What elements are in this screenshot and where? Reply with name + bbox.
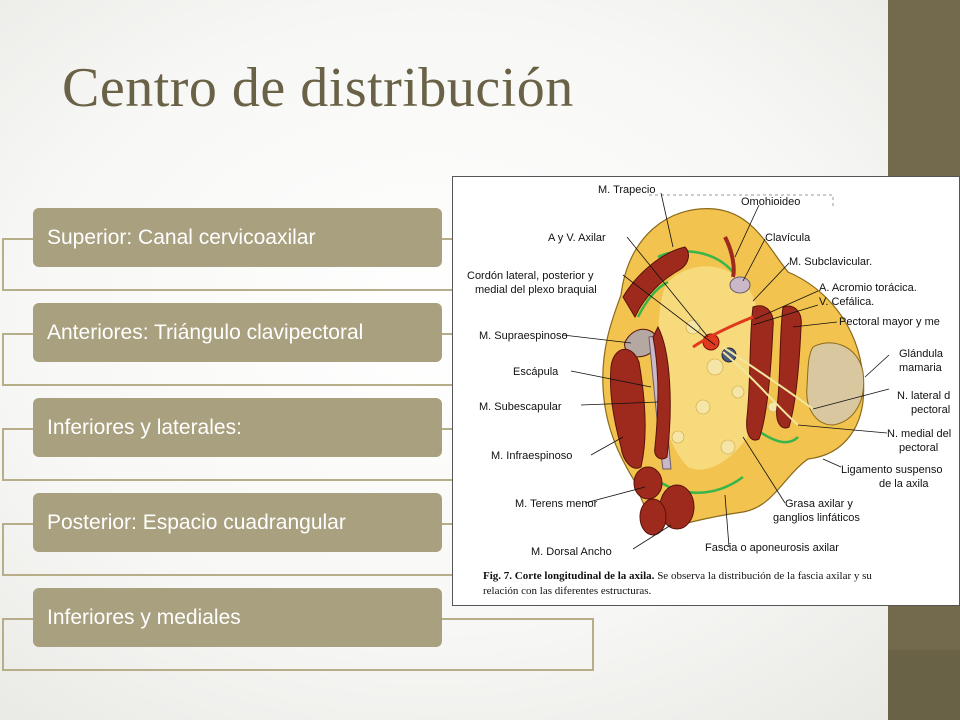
item-posterior: Posterior: Espacio cuadrangular xyxy=(33,493,442,552)
figure-caption-rest: Se observa la distribución de la fascia … xyxy=(654,570,872,582)
item-inferiores-mediales: Inferiores y mediales xyxy=(33,588,442,647)
label-grasa-axilar: Grasa axilar y xyxy=(785,498,853,510)
item-superior-label: Superior: Canal cervicoaxilar xyxy=(47,225,316,249)
item-inferiores-laterales-label: Inferiores y laterales: xyxy=(47,415,242,439)
label-subclavicular: M. Subclavicular. xyxy=(789,256,872,268)
label-ganglios: ganglios linfáticos xyxy=(773,512,860,524)
label-clavicula: Clavícula xyxy=(765,232,811,244)
label-ligamento: Ligamento suspenso xyxy=(841,464,943,476)
label-escapula: Escápula xyxy=(513,366,559,378)
figure-caption-bold: Fig. 7. Corte longitudinal de la axila. xyxy=(483,570,655,582)
label-cefalica: V. Cefálica. xyxy=(819,296,874,308)
figure-caption-line-1: Fig. 7. Corte longitudinal de la axila. … xyxy=(483,570,872,582)
slide-title: Centro de distribución xyxy=(62,57,574,119)
label-n-medial-pectoral: pectoral xyxy=(899,442,938,454)
label-omohioideo: Omohioideo xyxy=(741,196,800,208)
label-n-lateral-pectoral: pectoral xyxy=(911,404,950,416)
figure-caption-line-2: relación con las diferentes estructuras. xyxy=(483,585,652,597)
item-superior: Superior: Canal cervicoaxilar xyxy=(33,208,442,267)
label-terens-menor: M. Terens menor xyxy=(515,498,598,510)
label-cordon-2: medial del plexo braquial xyxy=(475,284,597,296)
label-pectoral-mayor: Pectoral mayor y me xyxy=(839,316,940,328)
label-cordon-1: Cordón lateral, posterior y xyxy=(467,270,594,282)
label-n-medial: N. medial del xyxy=(887,428,951,440)
anatomy-figure: A y V. Axilar Cordón lateral, posterior … xyxy=(452,176,960,606)
label-supraespinoso: M. Supraespinoso xyxy=(479,330,568,342)
label-dorsal-ancho: M. Dorsal Ancho xyxy=(531,546,612,558)
label-a-v-axilar: A y V. Axilar xyxy=(548,232,606,244)
axilla-illustration: A y V. Axilar Cordón lateral, posterior … xyxy=(467,184,951,597)
item-inferiores-mediales-label: Inferiores y mediales xyxy=(47,605,241,629)
label-infraespinoso: M. Infraespinoso xyxy=(491,450,572,462)
item-inferiores-laterales: Inferiores y laterales: xyxy=(33,398,442,457)
item-posterior-label: Posterior: Espacio cuadrangular xyxy=(47,510,346,534)
item-anteriores: Anteriores: Triángulo clavipectoral xyxy=(33,303,442,362)
item-anteriores-label: Anteriores: Triángulo clavipectoral xyxy=(47,320,364,344)
label-fascia: Fascia o aponeurosis axilar xyxy=(705,542,839,554)
label-subescapular: M. Subescapular xyxy=(479,401,562,413)
label-mamaria: mamaria xyxy=(899,362,943,374)
label-glandula: Glándula xyxy=(899,348,944,360)
label-ligamento-axila: de la axila xyxy=(879,478,929,490)
label-acromio-toracica: A. Acromio torácica. xyxy=(819,282,917,294)
label-trapecio: M. Trapecio xyxy=(598,184,655,196)
label-n-lateral: N. lateral d xyxy=(897,390,950,402)
